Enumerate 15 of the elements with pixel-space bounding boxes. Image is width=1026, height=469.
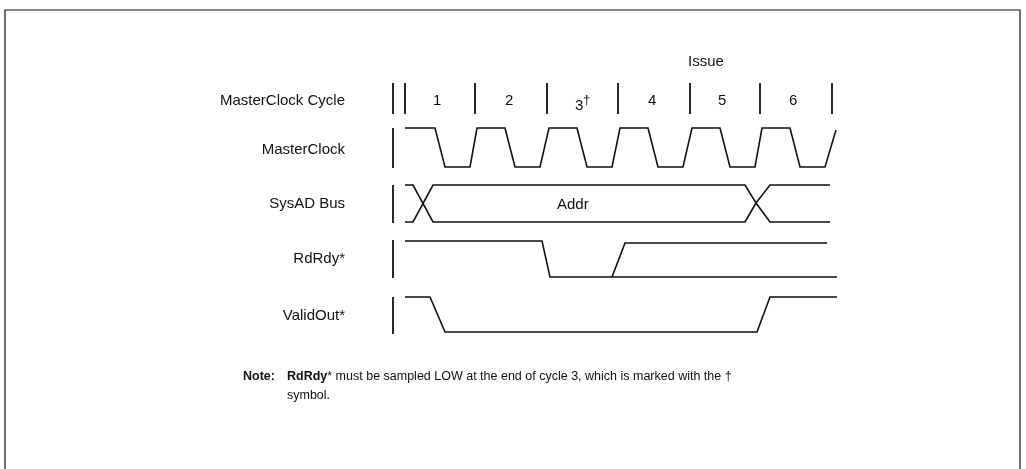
note-text: RdRdy* must be sampled LOW at the end of cycle 3, which is marked with the † symbol.: [287, 368, 733, 404]
bus-value-label: Addr: [557, 195, 589, 213]
signal-name: ValidOut*: [282, 306, 345, 324]
signal-name: RdRdy*: [293, 249, 345, 267]
note-heading: Note:: [243, 368, 275, 385]
cycle-number: 1: [433, 91, 442, 109]
row-label: MasterClock Cycle: [219, 91, 345, 109]
cycle-number: 2: [505, 91, 514, 109]
signal-name: SysAD Bus: [269, 194, 345, 212]
column-heading: Issue: [688, 52, 724, 70]
cycle-number: 4: [648, 91, 657, 109]
signal-name: MasterClock: [261, 140, 345, 158]
cycle-number: 3$^{†}$: [575, 92, 591, 114]
cycle-number: 6: [789, 91, 798, 109]
cycle-number: 5: [718, 91, 727, 109]
